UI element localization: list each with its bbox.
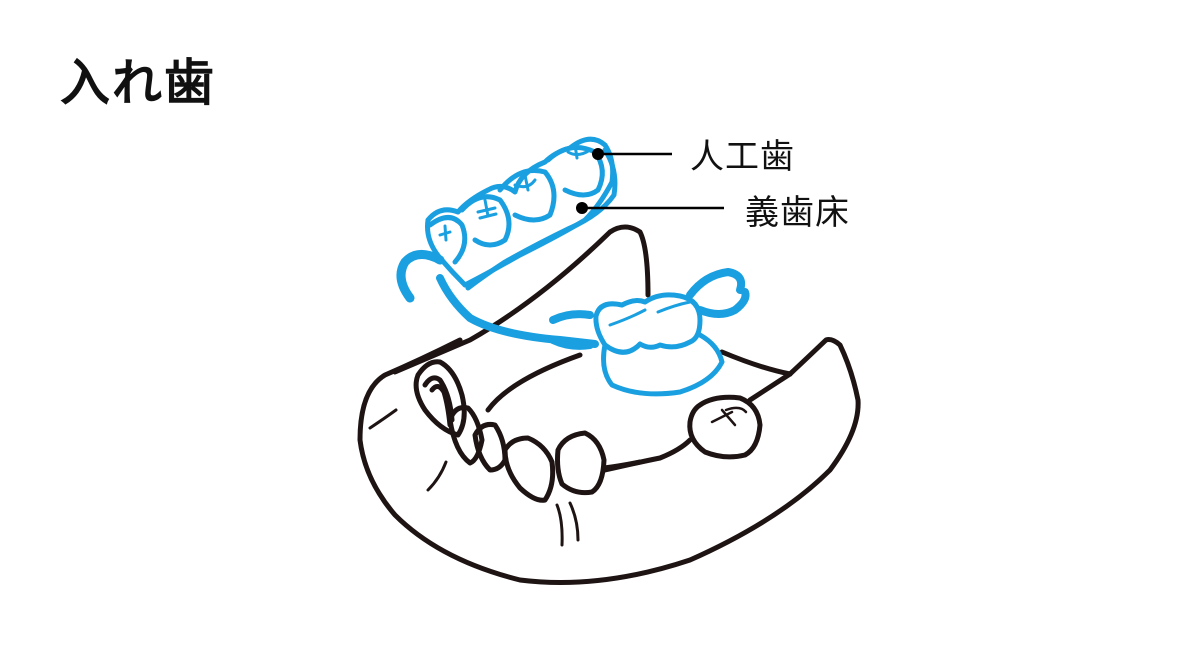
label-denture-base: 義歯床 [745, 193, 850, 233]
diagram-title: 入れ歯 [60, 54, 216, 112]
leader-lines [576, 148, 724, 214]
lower-jaw [357, 224, 861, 585]
partial-denture [396, 136, 750, 397]
label-artificial-tooth: 人工歯 [690, 137, 795, 177]
